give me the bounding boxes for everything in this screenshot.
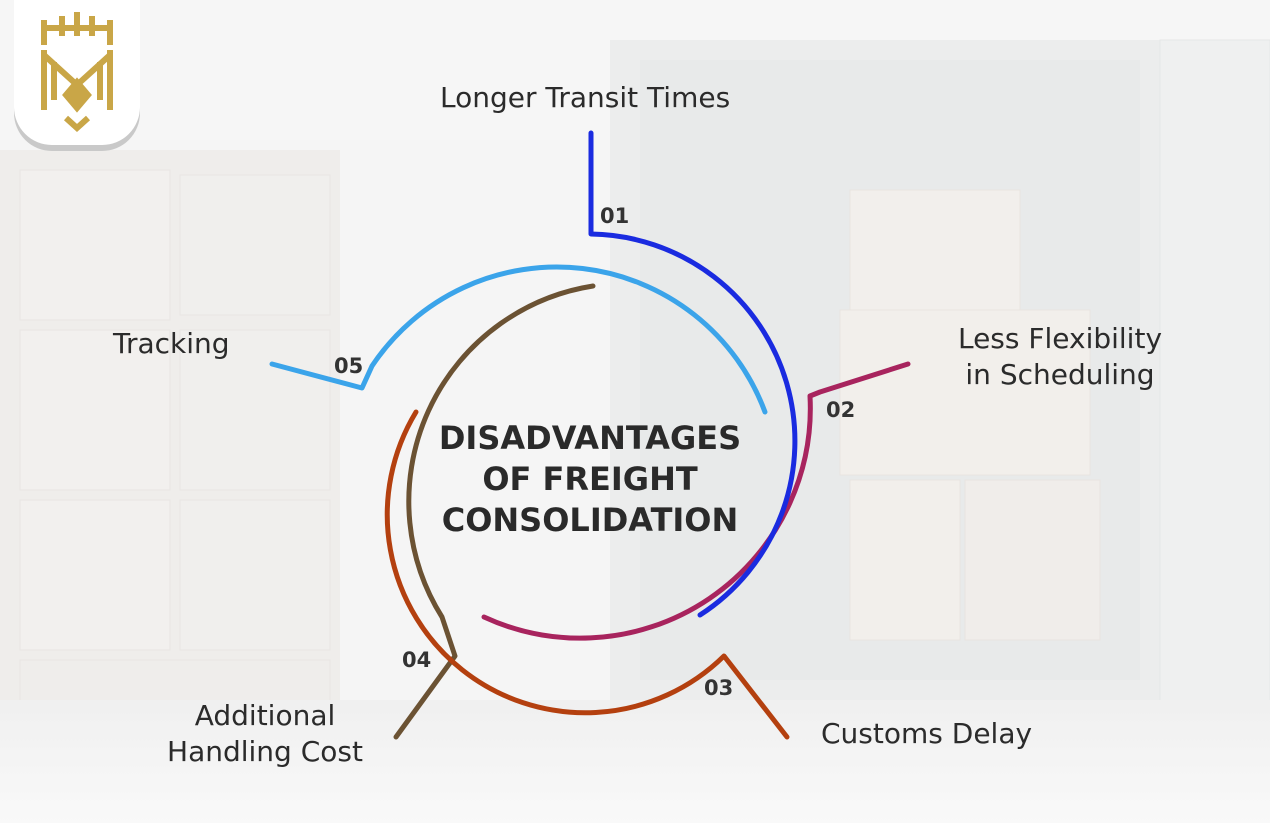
item-04-label: Additional Handling Cost xyxy=(167,699,363,768)
crown-monogram-icon xyxy=(41,12,113,133)
item-01-label: Longer Transit Times xyxy=(440,81,731,114)
item-05-number: 05 xyxy=(334,354,364,378)
item-02-number: 02 xyxy=(826,398,856,422)
logo-badge xyxy=(14,0,140,145)
item-03-number: 03 xyxy=(704,676,734,700)
segment-01-arc xyxy=(588,130,798,618)
item-02-label: Less Flexibility in Scheduling xyxy=(957,322,1163,391)
item-01-number: 01 xyxy=(600,204,630,228)
item-05-label: Tracking xyxy=(113,327,230,360)
diagram-title: DISADVANTAGES OF FREIGHT CONSOLIDATION xyxy=(438,419,742,539)
item-04-number: 04 xyxy=(402,648,432,672)
segment-05-arc xyxy=(269,264,768,415)
item-03-label: Customs Delay xyxy=(821,717,1033,750)
segment-04-arc xyxy=(393,283,596,740)
segment-03-arc xyxy=(384,409,790,740)
segment-02-arc xyxy=(481,361,911,641)
